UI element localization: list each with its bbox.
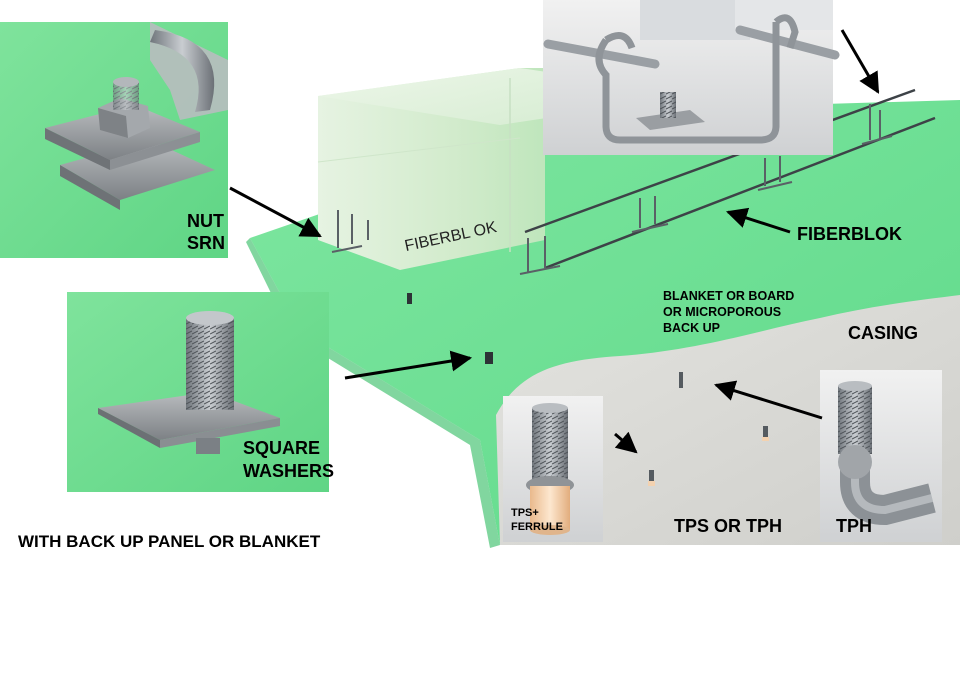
inset-tph bbox=[820, 370, 942, 542]
wire-clips bbox=[331, 104, 893, 275]
arrow-fiberblok bbox=[726, 207, 791, 234]
caption: WITH BACK UP PANEL OR BLANKET bbox=[18, 532, 321, 551]
arrow-anchor-closeup bbox=[840, 29, 880, 94]
label-backup-line1: BLANKET OR BOARD bbox=[663, 289, 795, 303]
inset-anchor-closeup bbox=[543, 0, 840, 155]
label-tph: TPH bbox=[836, 516, 872, 536]
label-backup-line3: BACK UP bbox=[663, 321, 720, 335]
label-square: SQUARE bbox=[243, 438, 321, 458]
label-backup-line2: OR MICROPOROUS bbox=[663, 305, 782, 319]
label-ferrule: FERRULE bbox=[511, 521, 563, 533]
board-studs bbox=[407, 293, 769, 486]
label-tps-plus: TPS+ bbox=[511, 507, 539, 519]
inset-nut-srn bbox=[0, 22, 228, 258]
inset-square-washers bbox=[67, 292, 329, 492]
arrow-ferrule bbox=[614, 431, 638, 454]
arrows bbox=[229, 29, 880, 454]
arrow-tph bbox=[713, 380, 823, 420]
arrow-square-washers bbox=[344, 350, 473, 380]
label-casing: CASING bbox=[848, 323, 919, 343]
label-washers: WASHERS bbox=[243, 461, 335, 481]
label-fiberblok: FIBERBLOK bbox=[797, 224, 902, 244]
arrow-nut-srn bbox=[229, 186, 322, 238]
label-nut: NUT bbox=[187, 211, 224, 231]
inset-tps-ferrule bbox=[503, 396, 603, 542]
label-srn: SRN bbox=[187, 233, 226, 253]
wire-rods bbox=[524, 88, 936, 270]
label-tps-or-tph: TPS OR TPH bbox=[674, 516, 783, 536]
